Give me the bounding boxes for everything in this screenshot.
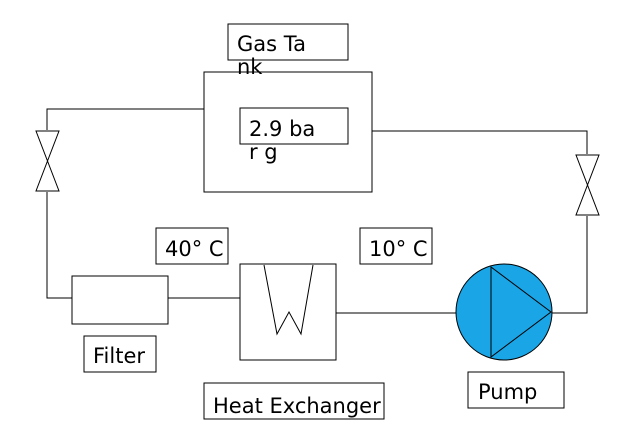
- heat-exchanger-coil: [263, 264, 314, 336]
- pump[interactable]: [455, 263, 553, 361]
- pressure-label: 2.9 bar g: [249, 117, 316, 164]
- heat-exchanger[interactable]: [239, 263, 337, 361]
- pipe-left-valve-to-filter: [46, 192, 72, 299]
- pump-triangle: [490, 266, 552, 358]
- heat-exchanger-label: Heat Exchanger: [213, 394, 381, 418]
- pipe-pump-to-right-valve: [552, 216, 588, 314]
- pump-label: Pump: [478, 380, 538, 404]
- heat-exchanger-label-box: [203, 382, 385, 420]
- temp-in-label-box: [155, 227, 229, 265]
- pump-label-box: [467, 371, 565, 409]
- gas-tank-label-box: [227, 23, 349, 61]
- temp-out-label-box: [359, 227, 433, 265]
- filter-label-box: [83, 335, 157, 373]
- filter[interactable]: [71, 275, 169, 325]
- pipe-tank-to-left-valve: [46, 108, 204, 130]
- filter-label: Filter: [93, 344, 146, 368]
- pipe-right-valve-to-tank: [372, 130, 588, 154]
- temp-in-label: 40° C: [165, 237, 224, 261]
- pressure-label-box: [239, 107, 349, 145]
- valve-left[interactable]: [35, 130, 60, 192]
- gas-tank-label: Gas Tank: [237, 32, 306, 79]
- temp-out-label: 10° C: [369, 237, 428, 261]
- valve-right[interactable]: [575, 154, 600, 216]
